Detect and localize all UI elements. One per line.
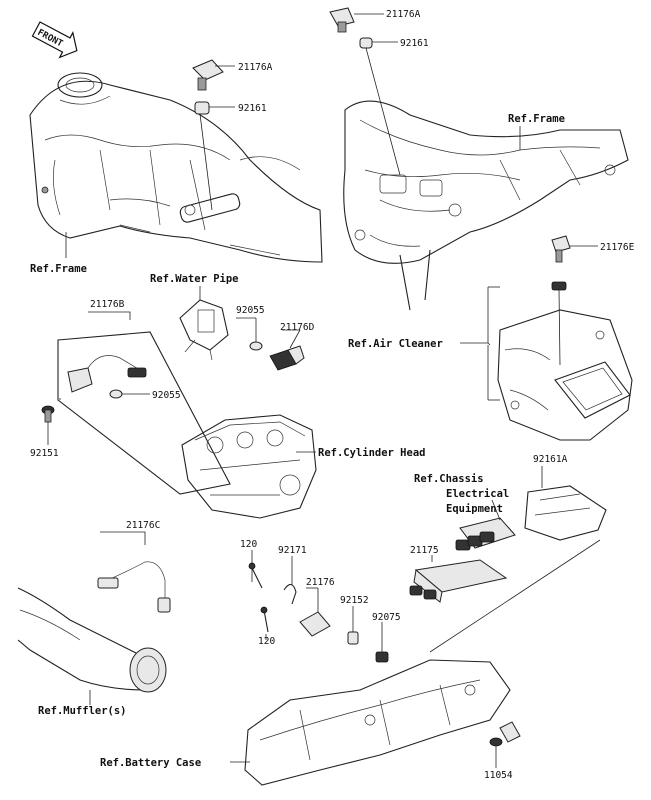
label-92161-top: 92161 [400,38,429,49]
bolt-120-a [248,550,263,589]
ref-frame-left: Ref.Frame [30,263,87,275]
connectors-upper [455,499,516,551]
left-grommet-92161 [194,101,235,211]
battery-case-drawing [244,539,601,786]
sensor-21176E [551,235,598,366]
collar-92152 [347,606,359,645]
harness-21176B [57,311,231,495]
sensor-21176D [269,329,305,371]
muffler-drawing [17,587,167,705]
bracket-21176 [299,587,331,637]
label-21176A-left: 21176A [238,62,273,73]
label-92161A: 92161A [533,454,568,465]
label-120-b: 120 [258,636,275,647]
right-frame-drawing [343,100,629,311]
ref-muffler: Ref.Muffler(s) [38,705,127,717]
label-21175: 21175 [410,545,439,556]
o2-sensor-21176C [97,531,171,613]
ref-chassis-line3: Equipment [446,503,503,515]
ecu-21175 [409,555,508,603]
ref-chassis-line2: Electrical [446,488,509,500]
ref-cylinder-head: Ref.Cylinder Head [318,447,425,459]
ref-water-pipe: Ref.Water Pipe [150,273,239,285]
label-92055-a: 92055 [236,305,265,316]
label-21176D: 21176D [280,322,315,333]
label-11054: 11054 [484,770,513,781]
washer-92055-b [109,389,150,399]
label-21176A-top: 21176A [386,9,421,20]
washer-92055-a [236,317,263,351]
ecu-bracket-92161A [524,466,607,541]
label-92152: 92152 [340,595,369,606]
top-sensor-21176A [329,7,384,33]
bolt-120-b [260,606,269,640]
ref-chassis-line1: Ref.Chassis [414,473,484,485]
label-92171: 92171 [278,545,307,556]
label-92055-b: 92055 [152,390,181,401]
label-92075: 92075 [372,612,401,623]
label-21176C: 21176C [126,520,160,531]
front-arrow-badge: FRONT [31,21,78,59]
bolt-92151 [41,405,55,445]
cylinder-head-drawing [181,414,317,519]
label-120-a: 120 [240,539,257,550]
top-grommet-92161 [359,37,401,176]
label-21176E: 21176E [600,242,635,253]
label-21176: 21176 [306,577,335,588]
grommet-92075 [375,622,389,663]
label-92161-left: 92161 [238,103,267,114]
label-92151: 92151 [30,448,59,459]
clamp-92171 [283,556,297,605]
water-pipe-drawing [179,286,229,361]
label-21176B: 21176B [90,299,125,310]
bolt-11054 [489,721,521,768]
ref-air-cleaner: Ref.Air Cleaner [348,338,443,350]
ref-battery-case: Ref.Battery Case [100,757,201,769]
left-frame-drawing [29,72,323,263]
left-sensor-21176A [192,59,235,91]
ref-frame-right: Ref.Frame [508,113,565,125]
